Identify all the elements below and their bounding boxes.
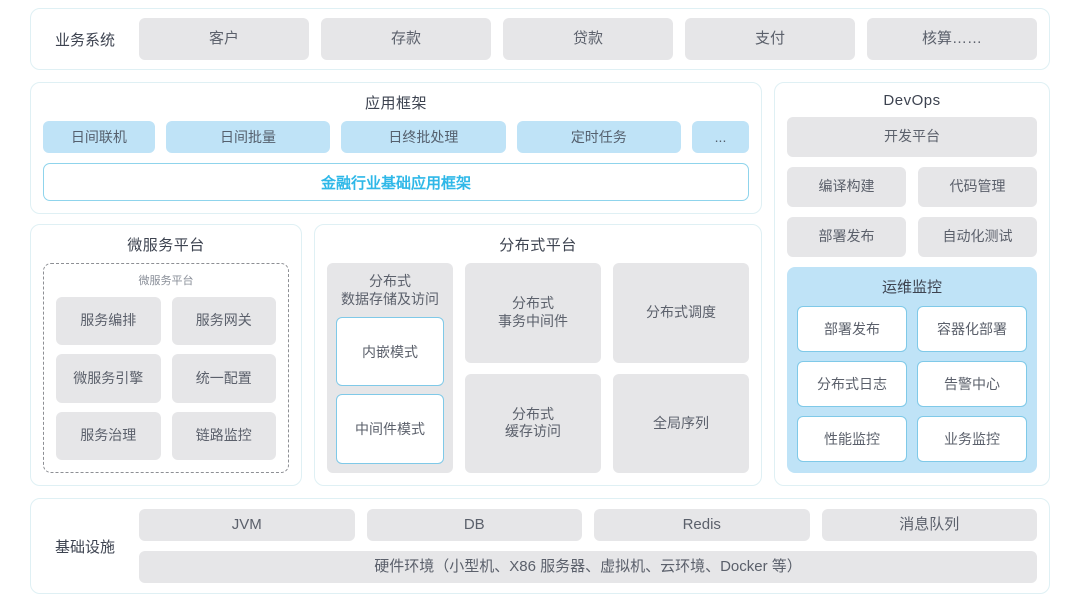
app-tile-daytime-online[interactable]: 日间联机 bbox=[43, 121, 155, 153]
dist-tile-global-sequence[interactable]: 全局序列 bbox=[613, 373, 749, 473]
dist-mode-embedded[interactable]: 内嵌模式 bbox=[336, 316, 445, 387]
devops-tile-deploy-release[interactable]: 部署发布 bbox=[787, 217, 906, 257]
devops-tile-compile-build[interactable]: 编译构建 bbox=[787, 167, 906, 207]
app-framework-tiles: 日间联机 日间批量 日终批处理 定时任务 ... bbox=[43, 121, 750, 153]
business-systems-label: 业务系统 bbox=[54, 31, 115, 49]
msp-tile-microservice-engine[interactable]: 微服务引擎 bbox=[56, 354, 161, 403]
app-framework-title: 应用框架 bbox=[364, 95, 427, 112]
microservice-platform-grid: 服务编排 服务网关 微服务引擎 统一配置 服务治理 链路监控 bbox=[56, 297, 276, 460]
msp-tile-service-gateway[interactable]: 服务网关 bbox=[171, 297, 276, 346]
infrastructure-label: 基础设施 bbox=[54, 538, 115, 556]
ops-tile-business-monitor[interactable]: 业务监控 bbox=[917, 416, 1027, 462]
app-tile-daytime-batch[interactable]: 日间批量 bbox=[165, 121, 331, 153]
infra-tile-redis[interactable]: Redis bbox=[594, 509, 810, 541]
business-tile-accounting[interactable]: 核算…… bbox=[867, 18, 1037, 60]
infra-tile-message-queue[interactable]: 消息队列 bbox=[821, 509, 1037, 541]
devops-pair-2: 部署发布 自动化测试 bbox=[787, 217, 1037, 257]
finance-base-framework-bar[interactable]: 金融行业基础应用框架 bbox=[43, 163, 749, 201]
devops-column: DevOps 开发平台 编译构建 代码管理 部署发布 自动化测试 运维监控 bbox=[774, 82, 1050, 486]
distributed-platform-title: 分布式平台 bbox=[499, 237, 577, 254]
devops-top-group: 开发平台 编译构建 代码管理 部署发布 自动化测试 bbox=[787, 117, 1037, 257]
business-tile-customer[interactable]: 客户 bbox=[139, 18, 309, 60]
ops-tile-distributed-log[interactable]: 分布式日志 bbox=[797, 361, 907, 407]
infrastructure-section: 基础设施 JVM DB Redis 消息队列 硬件环境（小型机、X86 服务器、… bbox=[30, 498, 1050, 594]
ops-monitor-section: 运维监控 部署发布 容器化部署 分布式日志 告警中心 性能监控 业务监控 bbox=[787, 267, 1037, 473]
infrastructure-tiles: JVM DB Redis 消息队列 bbox=[139, 509, 1037, 541]
app-tile-scheduled-task[interactable]: 定时任务 bbox=[516, 121, 682, 153]
microservice-platform-inner-title: 微服务平台 bbox=[138, 275, 194, 287]
devops-tile-automated-test[interactable]: 自动化测试 bbox=[918, 217, 1037, 257]
business-tile-payment[interactable]: 支付 bbox=[685, 18, 855, 60]
app-tile-eod-batch[interactable]: 日终批处理 bbox=[341, 121, 506, 153]
business-tile-loan[interactable]: 贷款 bbox=[503, 18, 673, 60]
dist-tile-scheduling[interactable]: 分布式调度 bbox=[613, 263, 749, 363]
middle-left-column: 应用框架 日间联机 日间批量 日终批处理 定时任务 ... 金融行业基础应用框架… bbox=[30, 82, 762, 486]
msp-tile-trace-monitor[interactable]: 链路监控 bbox=[171, 411, 276, 460]
ops-monitor-title: 运维监控 bbox=[881, 279, 942, 296]
dist-tile-data-storage-access[interactable]: 分布式 数据存储及访问 内嵌模式 中间件模式 bbox=[327, 263, 454, 473]
ops-monitor-grid: 部署发布 容器化部署 分布式日志 告警中心 性能监控 业务监控 bbox=[797, 306, 1027, 462]
infra-tile-db[interactable]: DB bbox=[366, 509, 582, 541]
ops-tile-containerized-deploy[interactable]: 容器化部署 bbox=[917, 306, 1027, 352]
infrastructure-right: JVM DB Redis 消息队列 硬件环境（小型机、X86 服务器、虚拟机、云… bbox=[139, 509, 1037, 583]
platform-row: 微服务平台 微服务平台 服务编排 服务网关 微服务引擎 统一配置 服务治理 链路… bbox=[30, 224, 762, 486]
ops-tile-alert-center[interactable]: 告警中心 bbox=[917, 361, 1027, 407]
infra-tile-hardware-environment[interactable]: 硬件环境（小型机、X86 服务器、虚拟机、云环境、Docker 等） bbox=[139, 551, 1037, 583]
msp-tile-service-governance[interactable]: 服务治理 bbox=[56, 411, 161, 460]
dist-mode-middleware[interactable]: 中间件模式 bbox=[336, 394, 445, 464]
infra-tile-jvm[interactable]: JVM bbox=[139, 509, 355, 541]
devops-pair-1: 编译构建 代码管理 bbox=[787, 167, 1037, 207]
middle-band: 应用框架 日间联机 日间批量 日终批处理 定时任务 ... 金融行业基础应用框架… bbox=[30, 82, 1050, 486]
devops-tile-dev-platform[interactable]: 开发平台 bbox=[787, 117, 1037, 157]
ops-tile-deploy-release[interactable]: 部署发布 bbox=[797, 306, 907, 352]
app-framework-section: 应用框架 日间联机 日间批量 日终批处理 定时任务 ... 金融行业基础应用框架 bbox=[30, 82, 762, 214]
devops-title: DevOps bbox=[883, 92, 941, 109]
microservice-platform-section: 微服务平台 微服务平台 服务编排 服务网关 微服务引擎 统一配置 服务治理 链路… bbox=[30, 224, 302, 486]
app-tile-more[interactable]: ... bbox=[692, 121, 750, 153]
business-systems-section: 业务系统 客户 存款 贷款 支付 核算…… bbox=[30, 8, 1050, 70]
microservice-platform-inner-box: 微服务平台 服务编排 服务网关 微服务引擎 统一配置 服务治理 链路监控 bbox=[43, 263, 289, 473]
msp-tile-service-orchestration[interactable]: 服务编排 bbox=[56, 297, 161, 346]
dist-tile-cache-access[interactable]: 分布式 缓存访问 bbox=[465, 373, 602, 473]
distributed-platform-section: 分布式平台 分布式 数据存储及访问 内嵌模式 中间件模式 分布式 事务中间件 分… bbox=[314, 224, 762, 486]
dist-tile-transaction-middleware[interactable]: 分布式 事务中间件 bbox=[465, 263, 602, 363]
distributed-platform-grid: 分布式 数据存储及访问 内嵌模式 中间件模式 分布式 事务中间件 分布式调度 分… bbox=[327, 263, 749, 473]
devops-section: DevOps 开发平台 编译构建 代码管理 部署发布 自动化测试 运维监控 bbox=[774, 82, 1050, 486]
business-tile-deposit[interactable]: 存款 bbox=[321, 18, 491, 60]
dist-storage-label: 分布式 数据存储及访问 bbox=[341, 273, 440, 307]
ops-tile-performance-monitor[interactable]: 性能监控 bbox=[797, 416, 907, 462]
microservice-platform-title: 微服务平台 bbox=[127, 237, 205, 254]
msp-tile-unified-config[interactable]: 统一配置 bbox=[171, 354, 276, 403]
devops-tile-code-management[interactable]: 代码管理 bbox=[918, 167, 1037, 207]
business-systems-tiles: 客户 存款 贷款 支付 核算…… bbox=[139, 18, 1037, 60]
